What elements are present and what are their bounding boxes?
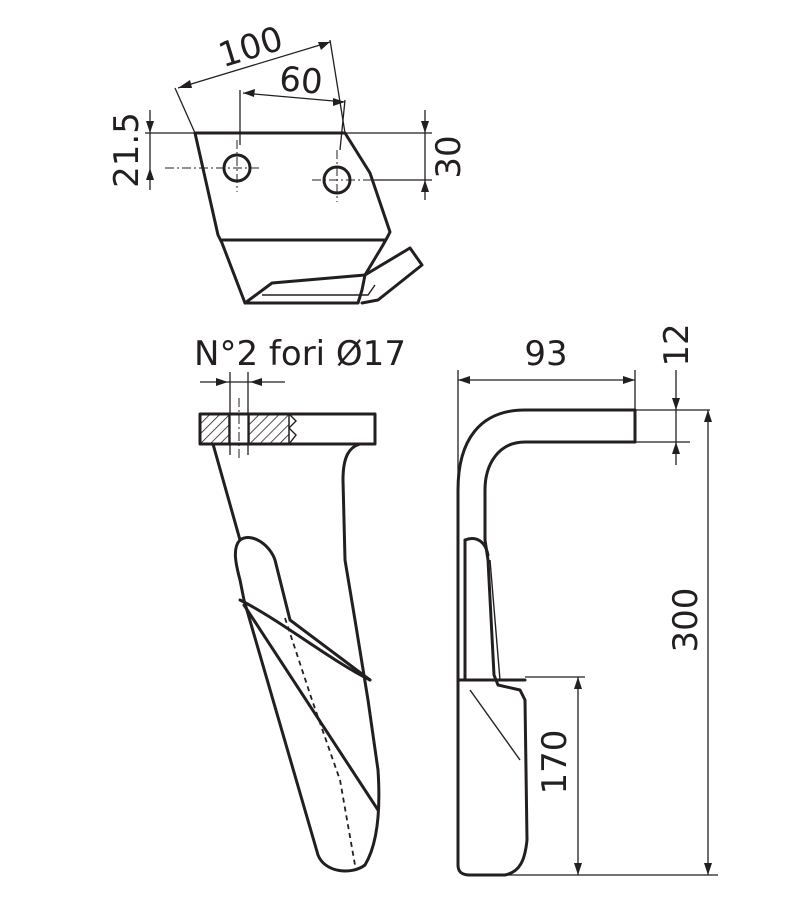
flange-break — [288, 413, 297, 445]
dim-60: 60 — [239, 59, 346, 151]
blade-edge — [243, 273, 367, 305]
blade-edge-front — [238, 598, 372, 682]
dim-30-label: 30 — [429, 135, 469, 178]
blade-body — [211, 442, 381, 873]
side-blade-line — [469, 689, 521, 761]
dim-300: 300 — [505, 410, 718, 876]
holes-label: N°2 fori Ø17 — [194, 334, 406, 374]
dim-12-label: 12 — [657, 323, 697, 366]
plate-outline — [193, 131, 392, 305]
side-view: 93 12 300 170 — [456, 323, 718, 877]
dim-100-label: 100 — [214, 19, 288, 76]
side-outline — [456, 408, 637, 877]
bent-tip — [360, 246, 424, 305]
hidden-line — [284, 617, 356, 866]
flange-hatch-left — [199, 413, 230, 445]
dim-93: 93 — [457, 334, 636, 480]
blade-face — [238, 536, 372, 682]
dim-30: 30 — [345, 110, 469, 200]
flange-hatch-right — [248, 413, 290, 445]
dim-12: 12 — [635, 323, 710, 465]
dim-170: 170 — [525, 676, 585, 875]
front-view: N°2 fori Ø17 — [194, 334, 406, 873]
top-view: 100 60 21.5 30 — [107, 19, 469, 305]
dim-21-5-label: 21.5 — [107, 112, 147, 188]
side-inner-line — [489, 559, 501, 681]
dim-300-label: 300 — [666, 588, 706, 653]
dim-60-label: 60 — [278, 59, 325, 103]
blade-edge-lower — [242, 603, 380, 812]
dim-93-label: 93 — [524, 334, 567, 374]
blade-inner — [262, 284, 376, 296]
dim-170-label: 170 — [535, 730, 575, 795]
side-rib-outer — [463, 537, 490, 557]
dim-21-5: 21.5 — [107, 110, 195, 190]
